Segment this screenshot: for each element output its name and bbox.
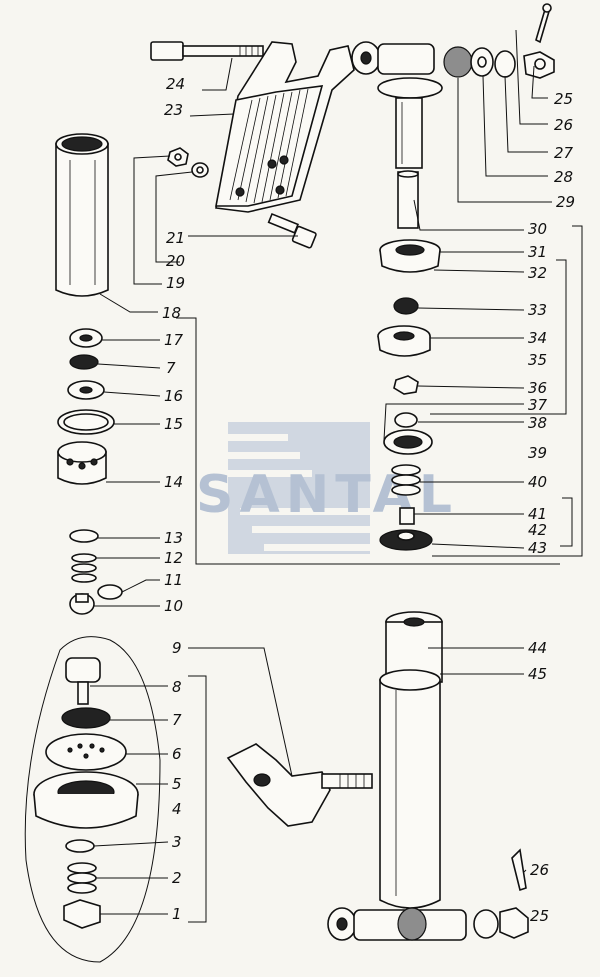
callout-26-bottom: 26 [530, 861, 549, 879]
assembly-oval-outline [24, 636, 161, 963]
callout-26: 26 [554, 116, 573, 134]
valve-body-5 [33, 771, 139, 829]
callout-38: 38 [528, 414, 547, 432]
callout-29: 29 [556, 193, 575, 211]
ring-15 [57, 409, 115, 435]
callout-3: 3 [172, 833, 182, 851]
callout-31: 31 [528, 243, 547, 261]
valve-41-43 [379, 507, 433, 551]
washer-13 [69, 529, 99, 543]
bearing-17 [69, 328, 103, 348]
callout-40: 40 [528, 473, 547, 491]
callout-27: 27 [554, 144, 574, 162]
nut-25-top [523, 51, 555, 79]
rod-30 [397, 170, 419, 229]
callout-15: 15 [164, 415, 183, 433]
callout-18: 18 [162, 304, 181, 322]
callout-44: 44 [528, 639, 547, 657]
cotter-pin-26-bottom [511, 848, 527, 892]
callout-34: 34 [528, 329, 547, 347]
callout-36: 36 [528, 379, 547, 397]
callout-32: 32 [528, 264, 547, 282]
cotter-pin-26-top [535, 3, 552, 44]
bracket-9 [226, 743, 373, 827]
valve-37 [383, 429, 433, 455]
nut-25-bottom [499, 907, 529, 939]
callout-4: 4 [172, 800, 182, 818]
cap-34 [377, 325, 431, 357]
leader-lines [90, 29, 583, 923]
callout-30: 30 [528, 220, 547, 238]
callout-1: 1 [172, 905, 182, 923]
callout-20: 20 [166, 252, 185, 270]
callout-17: 17 [164, 331, 184, 349]
guide-31-32 [379, 239, 441, 273]
disc-6 [45, 733, 127, 771]
nut-36 [393, 375, 419, 395]
spring-40 [391, 464, 421, 496]
washer-28 [470, 47, 494, 77]
callout-14: 14 [164, 473, 183, 491]
clip-11 [97, 584, 123, 600]
callout-43: 43 [528, 539, 547, 557]
callout-7-lower: 7 [172, 711, 182, 729]
watermark-text: SANTAL [196, 465, 458, 525]
shock-bottom-eye [327, 907, 499, 941]
ring-7-lower [61, 707, 111, 729]
callout-33: 33 [528, 301, 547, 319]
housing-14 [57, 441, 107, 485]
callout-16: 16 [164, 387, 183, 405]
ring-7-upper [69, 354, 99, 370]
washer-3 [65, 839, 95, 853]
plug-10 [69, 593, 95, 615]
callout-41: 41 [528, 505, 547, 523]
callout-39: 39 [528, 444, 547, 462]
bolt-21 [267, 212, 317, 249]
bolt-8 [65, 657, 101, 705]
callout-7-upper: 7 [166, 359, 176, 377]
spring-12 [71, 553, 97, 583]
nut-19 [167, 147, 189, 167]
santal-watermark: SANTAL [196, 422, 458, 554]
callout-35: 35 [528, 351, 547, 369]
callout-12: 12 [164, 549, 183, 567]
bolt-24 [150, 41, 264, 61]
callout-21: 21 [166, 229, 185, 247]
callout-5: 5 [172, 775, 182, 793]
callout-28: 28 [554, 168, 573, 186]
callout-19: 19 [166, 274, 185, 292]
shock-body-44-45 [379, 611, 443, 909]
shock-top-eye [351, 41, 443, 169]
callout-23: 23 [164, 101, 183, 119]
callout-13: 13 [164, 529, 183, 547]
bushing-29 [443, 46, 473, 78]
callout-8: 8 [172, 678, 182, 696]
callout-24: 24 [166, 75, 185, 93]
callout-42: 42 [528, 521, 547, 539]
callout-25-bottom: 25 [530, 907, 549, 925]
callout-25: 25 [554, 90, 573, 108]
callout-6: 6 [172, 745, 182, 763]
washer-27 [494, 50, 516, 78]
sleeve-18 [55, 133, 109, 297]
nut-1 [63, 899, 101, 929]
bracket-23 [215, 41, 355, 213]
callout-9: 9 [172, 639, 182, 657]
callout-45: 45 [528, 665, 547, 683]
callout-10: 10 [164, 597, 183, 615]
bearing-16 [67, 380, 105, 400]
callout-37: 37 [528, 396, 548, 414]
ring-38 [394, 412, 418, 428]
callout-labels: 24 23 25 26 27 28 29 30 31 32 21 20 19 1… [162, 75, 575, 925]
seal-33 [393, 297, 419, 315]
spring-2 [67, 862, 97, 894]
callout-11: 11 [164, 571, 183, 589]
washer-20 [191, 162, 209, 178]
callout-2: 2 [172, 869, 182, 887]
